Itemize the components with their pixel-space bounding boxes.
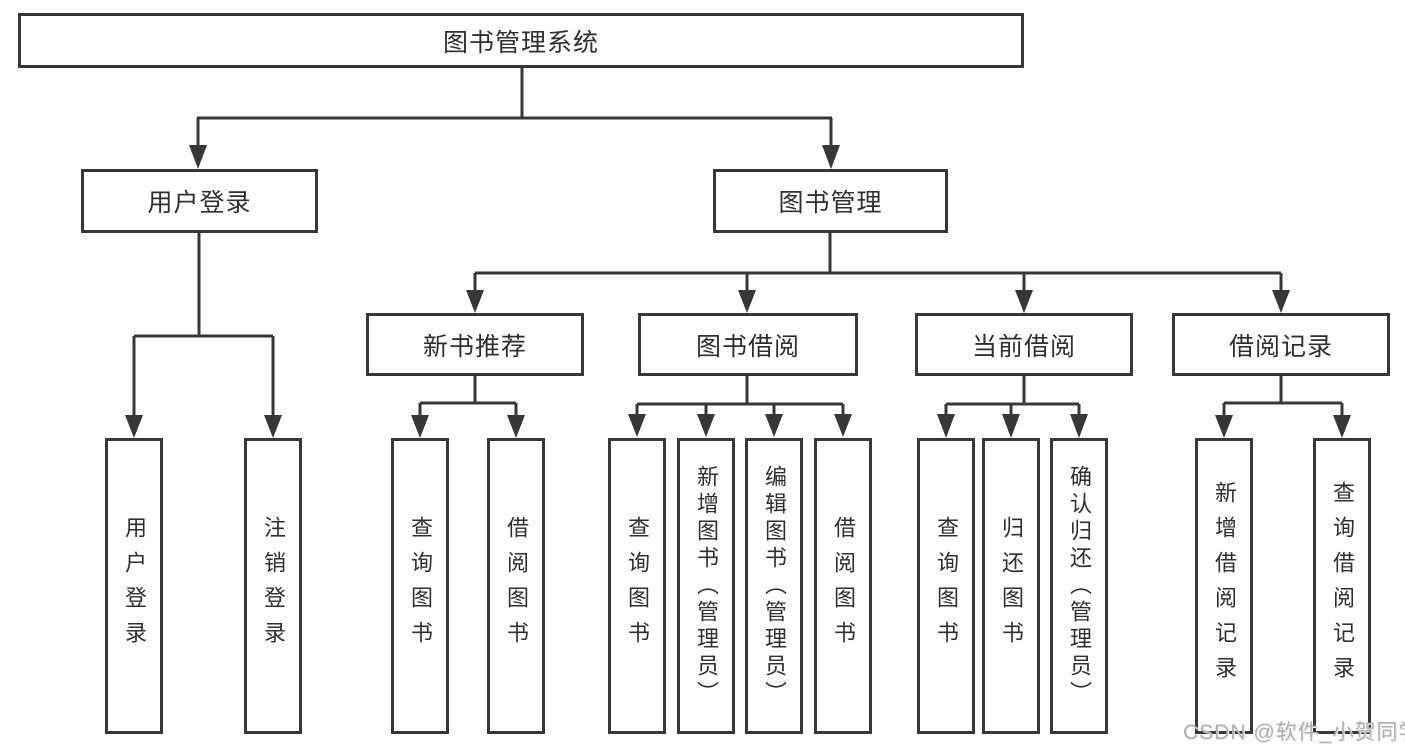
- node-book-management: 图书管理: [713, 169, 948, 233]
- node-query-borrow-record: 查询借阅记录: [1313, 438, 1371, 734]
- node-user-login-label: 用户登录: [147, 189, 252, 217]
- arrowhead-icon: [125, 415, 143, 438]
- node-recommend-borrow-books-label: 借阅图书: [504, 516, 529, 656]
- connector-borrow-records: [1222, 376, 1344, 417]
- arrowhead-icon: [1015, 290, 1033, 313]
- arrowhead-icon: [628, 414, 646, 437]
- node-recommend-query-books-label: 查询图书: [408, 516, 433, 656]
- arrowhead-icon: [765, 414, 783, 437]
- node-borrow-borrow-books-label: 借阅图书: [831, 516, 856, 656]
- arrowhead-icon: [822, 145, 840, 169]
- node-book-management-label: 图书管理: [778, 189, 883, 217]
- connector-root: [196, 68, 833, 148]
- node-add-books-admin: 新增图书（管理员）: [677, 438, 735, 734]
- node-new-book-recommend-label: 新书推荐: [422, 332, 527, 361]
- node-user-login-leaf: 用户登录: [105, 438, 163, 734]
- node-current-borrow: 当前借阅: [915, 313, 1133, 376]
- node-borrow-records: 借阅记录: [1172, 313, 1390, 376]
- node-return-books-label: 归还图书: [999, 516, 1024, 656]
- arrowhead-icon: [1070, 414, 1088, 438]
- arrowhead-icon: [264, 415, 282, 438]
- arrowhead-icon: [834, 414, 852, 437]
- watermark: CSDN @软件_小贺同学: [1183, 721, 1405, 744]
- connector-user-login: [132, 233, 275, 418]
- node-edit-books-admin-label: 编辑图书（管理员）: [762, 464, 787, 708]
- node-borrow-query-books: 查询图书: [608, 438, 666, 734]
- arrowhead-icon: [507, 415, 525, 438]
- node-user-login-leaf-label: 用户登录: [122, 516, 147, 656]
- node-confirm-return-admin: 确认归还（管理员）: [1050, 438, 1108, 734]
- node-borrow-records-label: 借阅记录: [1228, 332, 1333, 361]
- arrowhead-icon: [466, 290, 484, 313]
- node-current-query-books: 查询图书: [917, 438, 975, 734]
- connector-book-management: [473, 233, 1283, 292]
- node-logout: 注销登录: [244, 438, 302, 734]
- node-root: 图书管理系统: [18, 13, 1024, 68]
- node-add-books-admin-label: 新增图书（管理员）: [694, 464, 719, 708]
- node-book-borrow: 图书借阅: [638, 313, 858, 376]
- arrowhead-icon: [189, 145, 207, 169]
- arrowhead-icon: [1215, 415, 1233, 438]
- node-root-label: 图书管理系统: [442, 28, 599, 57]
- arrowhead-icon: [937, 414, 955, 438]
- node-new-book-recommend: 新书推荐: [366, 313, 584, 376]
- node-edit-books-admin: 编辑图书（管理员）: [745, 438, 803, 734]
- arrowhead-icon: [411, 415, 429, 438]
- node-borrow-query-books-label: 查询图书: [625, 516, 650, 656]
- node-add-borrow-record-label: 新增借阅记录: [1212, 481, 1237, 691]
- arrowhead-icon: [1333, 415, 1351, 438]
- node-query-borrow-record-label: 查询借阅记录: [1330, 481, 1355, 691]
- connector-new-book: [418, 376, 518, 417]
- node-return-books: 归还图书: [982, 438, 1040, 734]
- node-book-borrow-label: 图书借阅: [695, 332, 800, 361]
- node-confirm-return-admin-label: 确认归还（管理员）: [1067, 464, 1092, 708]
- arrowhead-icon: [1002, 414, 1020, 438]
- node-recommend-query-books: 查询图书: [391, 438, 449, 734]
- node-current-borrow-label: 当前借阅: [971, 332, 1076, 361]
- node-user-login: 用户登录: [81, 169, 318, 233]
- node-borrow-borrow-books: 借阅图书: [814, 438, 872, 734]
- arrowhead-icon: [738, 290, 756, 313]
- node-add-borrow-record: 新增借阅记录: [1195, 438, 1253, 734]
- connector-current-borrow: [944, 376, 1081, 417]
- node-logout-label: 注销登录: [261, 516, 286, 656]
- connector-book-borrow: [635, 376, 845, 416]
- node-recommend-borrow-books: 借阅图书: [487, 438, 545, 734]
- arrowhead-icon: [1272, 290, 1290, 313]
- arrowhead-icon: [697, 414, 715, 437]
- node-current-query-books-label: 查询图书: [934, 516, 959, 656]
